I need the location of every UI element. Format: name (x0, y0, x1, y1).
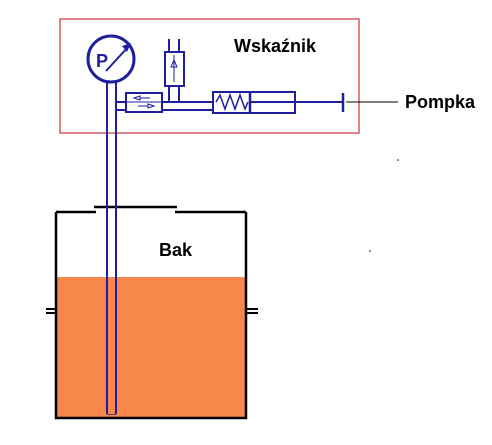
relief-valve-vertical (164, 39, 185, 93)
tank-wall (54, 212, 248, 420)
tank (46, 205, 258, 420)
dip-pipe (106, 80, 117, 415)
stray-dot (397, 159, 399, 161)
indicator-box (59, 18, 360, 134)
pipe-liquid-column (108, 370, 115, 414)
pump-cylinder (212, 91, 345, 114)
gauge-needle-tip (122, 43, 131, 52)
gauge-needle (105, 46, 129, 72)
tank-label: Bak (159, 240, 193, 260)
pressure-gauge: P (86, 34, 136, 84)
pump-label: Pompka (405, 92, 476, 112)
gauge-letter: P (96, 51, 108, 71)
indicator-label: Wskaźnik (234, 36, 317, 56)
pump-spring (215, 92, 249, 112)
check-valve-horizontal (125, 92, 163, 113)
stray-dot (369, 250, 371, 252)
tank-liquid (56, 277, 246, 417)
